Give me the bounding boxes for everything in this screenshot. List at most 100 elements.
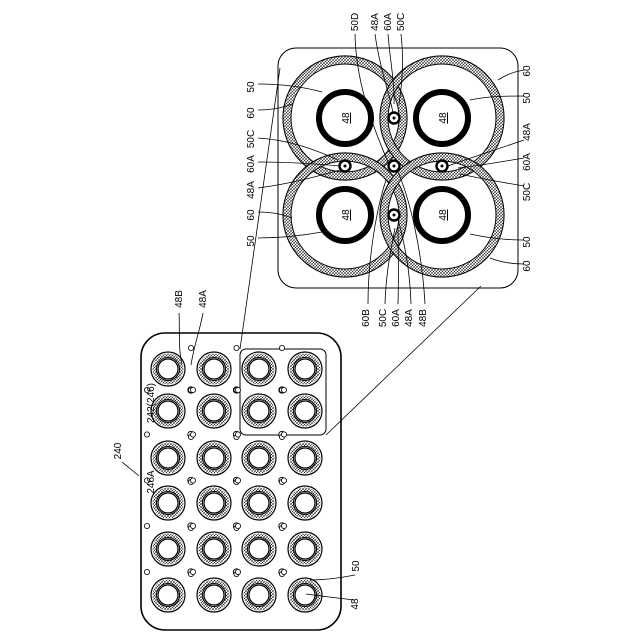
battery-cell [197,394,231,428]
label-50C-top: 50C [396,13,407,31]
vent-hole [234,345,239,350]
vent-hole [235,523,240,528]
cell-inner-ring [157,584,180,607]
battery-cell [197,441,231,475]
battery-cell [242,486,276,520]
detail-vent-dot [393,117,396,120]
cell-inner-ring [248,400,271,423]
vent-hole [279,345,284,350]
label-60A-r: 60A [522,153,533,171]
vent-hole [235,569,240,574]
detail-vent-hole [389,113,400,124]
leader-60-r2 [490,258,524,264]
battery-cell [242,352,276,386]
battery-cell [288,441,322,475]
vent-hole [281,387,286,392]
battery-cell [151,578,185,612]
label-50C-l: 50C [246,130,257,148]
battery-cell [151,532,185,566]
vent-hole [190,478,195,483]
detail-vent-dot [441,165,444,168]
label-60-l1: 60 [246,107,257,119]
detail-vent-hole [437,161,448,172]
label-60-r2: 60 [522,260,533,272]
label-242-246: 242(246) [146,383,157,423]
cell-inner-ring [157,492,180,515]
vent-hole [281,523,286,528]
cell-inner-ring [203,584,226,607]
vent-hole [190,569,195,574]
detail-vent-dot [344,165,347,168]
battery-cell [242,441,276,475]
label-240: 240 [113,442,124,459]
leader-240 [122,462,139,476]
vent-hole [190,432,195,437]
cell-inner-ring [157,447,180,470]
cell-inner-ring [157,400,180,423]
label-60A-l: 60A [246,155,257,173]
detail-cell-label: 48 [438,112,449,124]
battery-cell [151,352,185,386]
cell-inner-ring [157,538,180,561]
label-60B: 60B [361,309,372,327]
label-60-l2: 60 [246,209,257,221]
battery-cell [288,486,322,520]
label-60-r1: 60 [522,65,533,77]
detail-cell-label: 48 [438,209,449,221]
vent-hole [281,432,286,437]
main-panel [141,333,341,630]
label-48A-top: 48A [370,13,381,31]
battery-cell [288,532,322,566]
detail-vent-hole [389,210,400,221]
label-50D: 50D [350,13,361,31]
detail-cell-label: 48 [341,112,352,124]
label-48A-l: 48A [246,181,257,199]
leader-50-panel [310,575,355,580]
cell-inner-ring [294,447,317,470]
vent-hole [281,569,286,574]
label-50-l1: 50 [246,81,257,93]
label-246A: 246A [146,470,157,494]
label-48A-panel: 48A [198,290,209,308]
label-48A-b: 48A [404,309,415,327]
label-60A-b: 60A [391,309,402,327]
label-60A-top: 60A [383,13,394,31]
label-50-l2: 50 [246,235,257,247]
cell-inner-ring [294,358,317,381]
label-48B: 48B [174,290,185,308]
detail-vent-dot [393,165,396,168]
detail-cell-label: 48 [341,209,352,221]
vent-hole [144,569,149,574]
detail-vent-dot [393,214,396,217]
cell-inner-ring [203,492,226,515]
cell-inner-ring [157,358,180,381]
cell-inner-ring [248,584,271,607]
leader-60-r1 [498,70,524,80]
label-50-r2: 50 [522,236,533,248]
battery-cell [197,578,231,612]
label-50-r1: 50 [522,92,533,104]
vent-hole [144,432,149,437]
vent-hole [190,387,195,392]
cell-inner-ring [248,447,271,470]
cell-inner-ring [203,358,226,381]
label-48A-r: 48A [522,123,533,141]
vent-hole [190,523,195,528]
projection-line-lower [326,286,481,435]
battery-cell [242,532,276,566]
label-50-panel: 50 [351,560,362,572]
vent-hole [144,523,149,528]
cell-inner-ring [294,492,317,515]
cell-inner-ring [248,538,271,561]
vent-hole [235,432,240,437]
cell-inner-ring [294,400,317,423]
cell-inner-ring [248,358,271,381]
cell-inner-ring [203,447,226,470]
battery-cell [151,441,185,475]
detail-vent-hole [389,161,400,172]
battery-cell [197,532,231,566]
battery-cell [242,394,276,428]
label-50C-b: 50C [378,309,389,327]
vent-hole [235,387,240,392]
battery-cell [288,578,322,612]
